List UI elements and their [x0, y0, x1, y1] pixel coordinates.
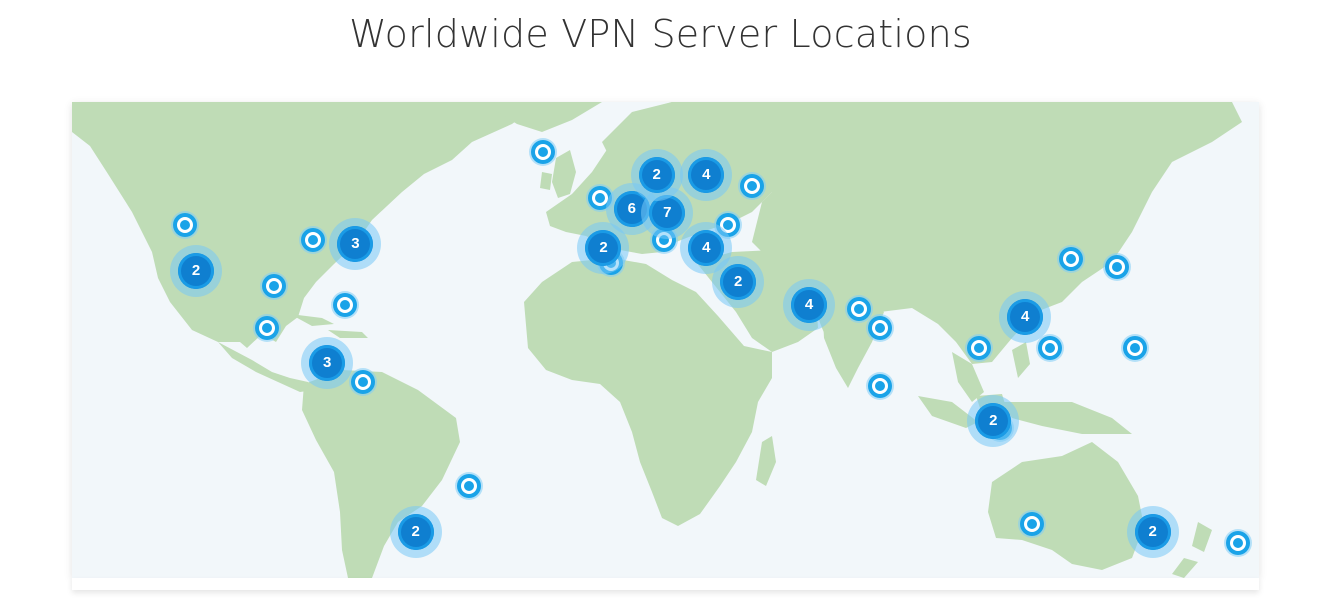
- server-cluster-marker[interactable]: 4: [680, 148, 733, 201]
- server-cluster-marker[interactable]: 3: [301, 337, 354, 390]
- page-title: Worldwide VPN Server Locations: [349, 12, 972, 56]
- cluster-count: 4: [791, 287, 827, 324]
- server-cluster-marker[interactable]: 2: [630, 148, 683, 201]
- arctic-islands-land: [272, 102, 402, 124]
- british-isles-land: [540, 150, 576, 198]
- server-location-marker[interactable]: [1020, 512, 1045, 537]
- server-cluster-marker[interactable]: 2: [170, 244, 222, 297]
- australia-land: [988, 442, 1144, 570]
- server-location-marker[interactable]: [456, 473, 481, 498]
- server-cluster-marker[interactable]: 3: [329, 218, 382, 271]
- cluster-count: 7: [649, 195, 686, 232]
- server-location-marker[interactable]: [740, 174, 765, 199]
- server-cluster-marker[interactable]: 2: [389, 505, 442, 558]
- cluster-count: 2: [720, 264, 757, 301]
- server-location-marker[interactable]: [332, 293, 357, 318]
- server-cluster-marker[interactable]: 7: [641, 187, 694, 240]
- central-america-land: [218, 342, 314, 392]
- server-cluster-marker[interactable]: 4: [680, 221, 733, 274]
- server-cluster-marker[interactable]: 2: [967, 394, 1020, 447]
- cluster-count: 2: [975, 402, 1012, 439]
- server-cluster-marker[interactable]: 2: [712, 256, 765, 309]
- server-cluster-marker[interactable]: 2: [1126, 505, 1179, 558]
- cluster-count: 2: [638, 156, 675, 193]
- server-location-marker[interactable]: [867, 374, 892, 399]
- server-location-marker[interactable]: [1122, 335, 1147, 360]
- caribbean-land: [290, 314, 368, 338]
- server-location-marker[interactable]: [867, 316, 892, 341]
- server-location-marker[interactable]: [261, 274, 286, 299]
- server-cluster-marker[interactable]: 4: [783, 279, 835, 332]
- cluster-count: 4: [688, 229, 725, 266]
- cluster-count: 4: [1007, 298, 1044, 335]
- new-zealand-land: [1172, 522, 1212, 578]
- server-location-marker[interactable]: [531, 139, 556, 164]
- server-location-marker[interactable]: [173, 212, 198, 237]
- server-location-marker[interactable]: [967, 335, 992, 360]
- cluster-count: 3: [337, 226, 374, 263]
- cluster-count: 2: [397, 513, 434, 550]
- india-land: [822, 298, 884, 388]
- server-location-marker[interactable]: [300, 228, 325, 253]
- north-america-land: [72, 102, 542, 348]
- greenland-land: [482, 102, 602, 132]
- server-location-marker[interactable]: [350, 370, 375, 395]
- africa-land: [524, 258, 772, 526]
- server-location-marker[interactable]: [1037, 335, 1062, 360]
- south-america-land: [302, 370, 460, 578]
- server-location-marker[interactable]: [846, 297, 871, 322]
- madagascar-land: [756, 436, 776, 486]
- southeast-asia-land: [918, 342, 1132, 434]
- scandinavia-land: [602, 102, 682, 168]
- server-location-marker[interactable]: [1059, 247, 1084, 272]
- cluster-count: 3: [309, 345, 346, 382]
- map-footer: [72, 578, 1259, 590]
- cluster-count: 4: [688, 156, 725, 193]
- server-location-marker[interactable]: [254, 316, 279, 341]
- server-location-marker[interactable]: [1105, 255, 1130, 280]
- cluster-count: 2: [178, 252, 214, 289]
- cluster-count: 2: [1134, 513, 1171, 550]
- server-location-marker[interactable]: [1225, 531, 1250, 556]
- server-cluster-marker[interactable]: 4: [999, 290, 1052, 343]
- cluster-count: 2: [585, 229, 622, 266]
